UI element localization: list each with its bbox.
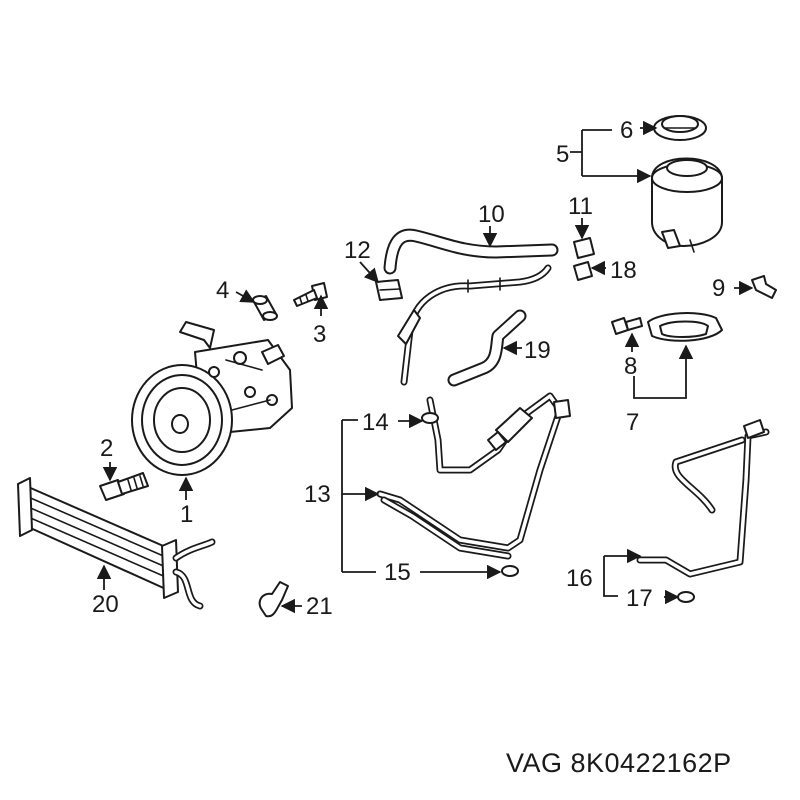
callout-19: 19 bbox=[524, 337, 551, 364]
fitting-18 bbox=[573, 261, 593, 281]
callout-16: 16 bbox=[566, 565, 593, 592]
callout-10: 10 bbox=[478, 201, 505, 228]
callout-12: 12 bbox=[344, 237, 371, 264]
reservoir bbox=[651, 157, 723, 253]
callout-6: 6 bbox=[620, 117, 633, 144]
pressure-line bbox=[376, 392, 571, 560]
leader-lines bbox=[96, 120, 754, 614]
callout-9: 9 bbox=[712, 275, 725, 302]
o-ring-17 bbox=[677, 591, 695, 603]
o-ring-14 bbox=[421, 412, 439, 424]
bushing bbox=[252, 295, 278, 321]
hose-19 bbox=[447, 309, 527, 387]
reservoir-cap bbox=[653, 115, 707, 141]
bolt-9 bbox=[751, 275, 777, 299]
callout-15: 15 bbox=[384, 559, 411, 586]
hose-10 bbox=[383, 228, 559, 275]
bracket-bolt bbox=[611, 317, 643, 335]
callout-13: 13 bbox=[304, 481, 331, 508]
callout-1: 1 bbox=[180, 501, 193, 528]
o-ring-15 bbox=[501, 565, 519, 577]
callout-3: 3 bbox=[313, 321, 326, 348]
mount-bolt bbox=[293, 282, 328, 307]
callout-2: 2 bbox=[100, 435, 113, 462]
callout-8: 8 bbox=[624, 353, 637, 380]
reservoir-bracket bbox=[647, 312, 723, 342]
callout-7: 7 bbox=[626, 409, 639, 436]
part-reference-label: VAG 8K0422162P bbox=[506, 748, 732, 778]
callout-4: 4 bbox=[216, 277, 229, 304]
power-steering-pump bbox=[131, 321, 293, 476]
callout-14: 14 bbox=[362, 409, 389, 436]
cooler-line bbox=[636, 419, 770, 578]
oil-cooler bbox=[17, 477, 216, 610]
callout-5: 5 bbox=[556, 141, 569, 168]
callout-20: 20 bbox=[92, 591, 119, 618]
return-line bbox=[397, 264, 552, 386]
callout-18: 18 bbox=[610, 257, 637, 284]
clip bbox=[258, 581, 289, 618]
callout-17: 17 bbox=[626, 585, 653, 612]
callout-11: 11 bbox=[568, 193, 593, 220]
fitting-11 bbox=[573, 237, 595, 259]
hose-clamp-12 bbox=[375, 279, 403, 301]
pump-bolt bbox=[99, 472, 149, 501]
callout-21: 21 bbox=[306, 593, 333, 620]
